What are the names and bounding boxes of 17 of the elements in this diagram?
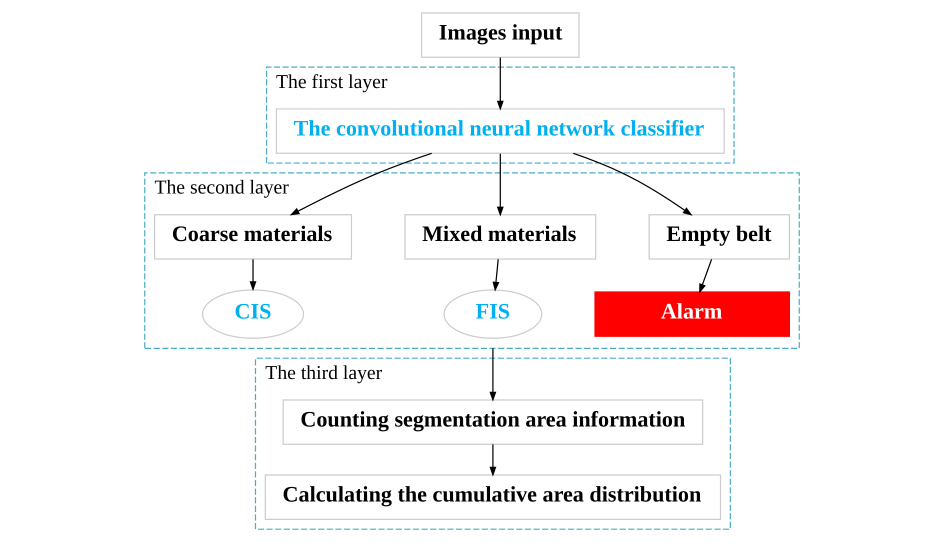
arrow xyxy=(496,58,504,111)
arrow xyxy=(489,444,496,477)
node-box: Coarse materials xyxy=(154,214,352,260)
node-ellipse: FIS xyxy=(443,289,542,339)
arrow xyxy=(250,259,256,292)
arrow xyxy=(496,154,504,216)
node-box: Calculating the cumulative area distribution xyxy=(264,474,722,520)
node-box: Alarm xyxy=(594,291,790,337)
node-ellipse: CIS xyxy=(202,289,304,339)
node-box: Mixed materials xyxy=(404,214,596,260)
node-box: Counting segmentation area information xyxy=(282,399,704,445)
arrow xyxy=(492,259,500,292)
node-box: Empty belt xyxy=(648,214,790,260)
node-box: The convolutional neural network classifier xyxy=(276,108,725,154)
arrow xyxy=(699,259,712,294)
arrow xyxy=(489,348,496,402)
node-box: Images input xyxy=(420,12,580,58)
